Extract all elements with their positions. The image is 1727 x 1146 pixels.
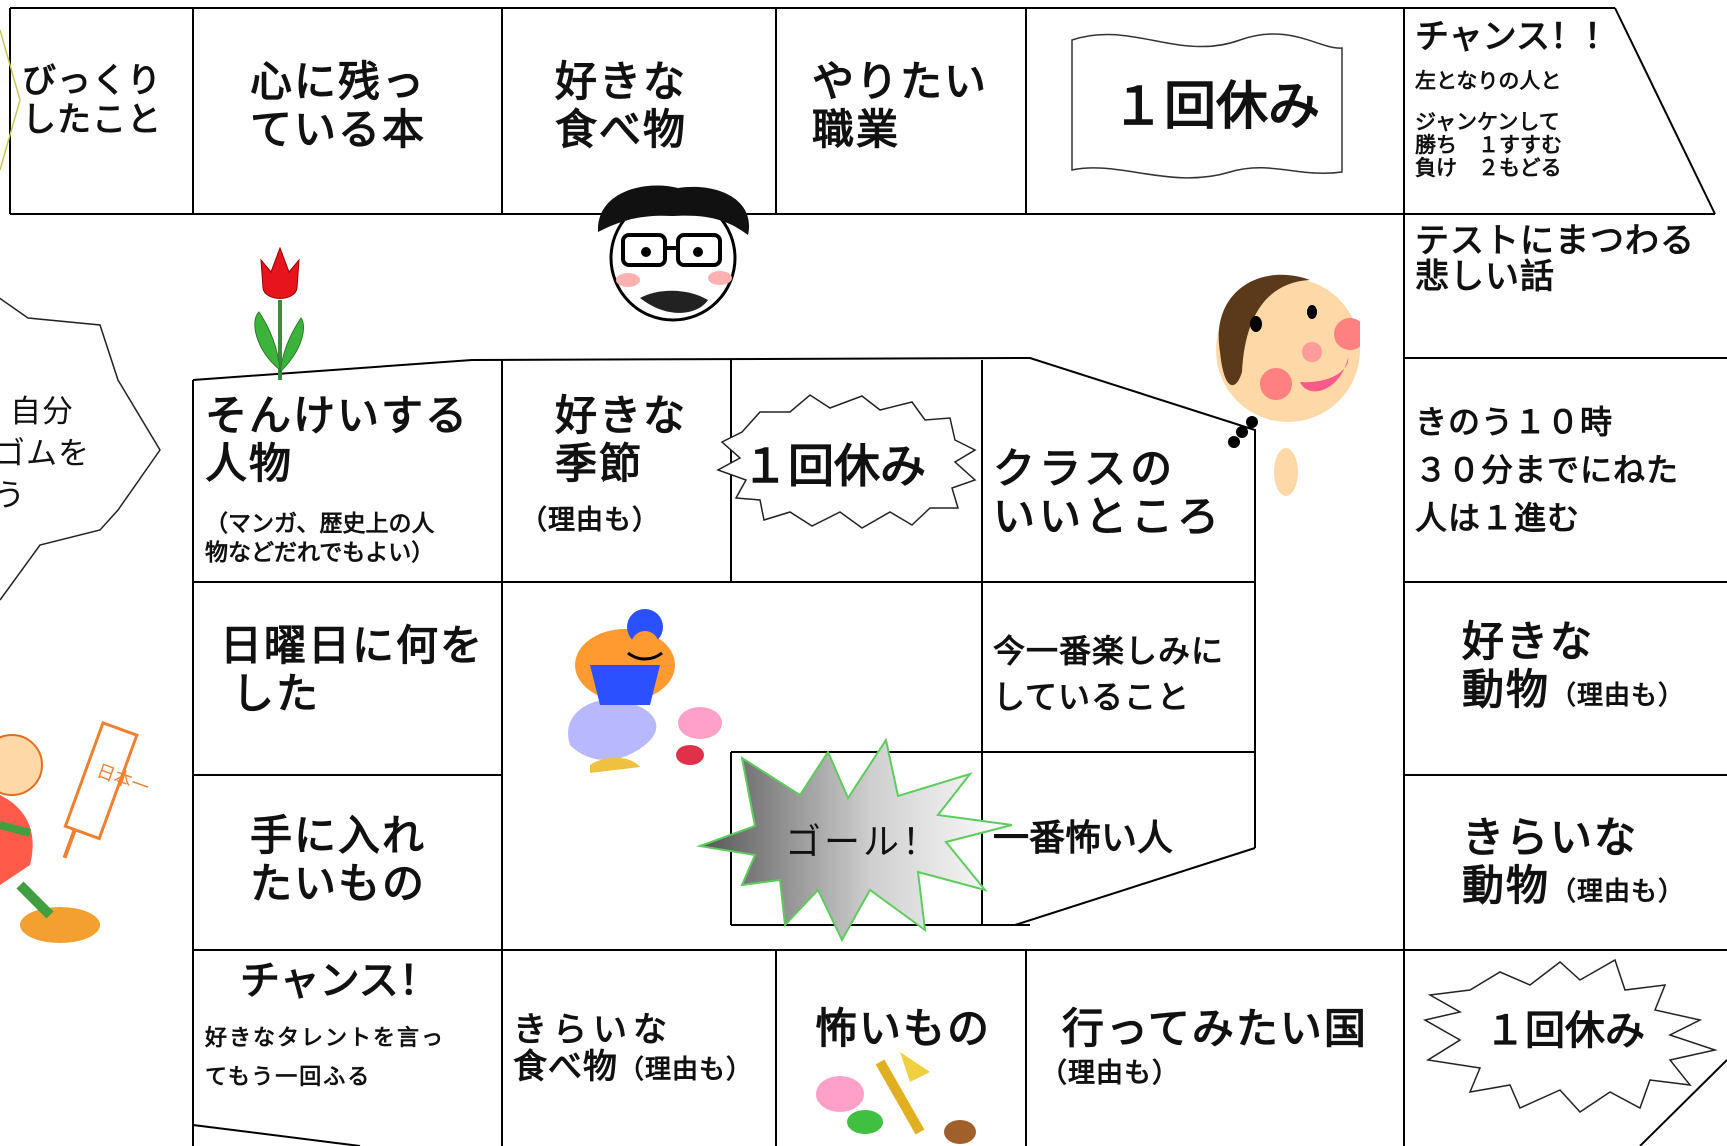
square-respect: そんけいする 人物 [205,391,470,489]
square-book: 心に残っ ている本 [250,57,427,155]
square-sunday: 日曜日に何を した [220,621,485,719]
flag-shape [1071,33,1343,179]
square-want: 手に入れ たいもの [250,811,427,909]
square-job: やりたい 職業 [812,57,989,155]
square-disliked-animal: きらいな 動物（理由も） [1462,813,1686,911]
girl-face-icon [1216,274,1360,496]
pig-and-broom-icon [816,1052,976,1144]
square-rest-inner: １回休み [742,439,926,493]
rest-burst-shape [716,394,977,529]
left-bubble-text: 自分 ゴムを う [0,394,90,514]
square-chance-bottom-title: チャンス！ [240,958,439,1004]
square-season: 好きな 季節 [555,391,688,489]
square-country: 行ってみたい国 [1062,1004,1368,1053]
square-test: テストにまつわる 悲しい話 [1415,221,1695,297]
rest-burst-bottom-shape [1422,958,1718,1113]
square-chance-bottom-lines: 好きなタレントを言っ てもう一回ふる [205,1026,446,1090]
man-face-icon [597,185,750,322]
goal-label: ゴール！ [785,822,942,863]
square-class: クラスの いいところ [993,444,1224,542]
square-country-note: （理由も） [1040,1058,1180,1089]
genie-icon [568,609,722,773]
square-respect-note: （マンガ、歴史上の人 物などだれでもよい） [205,511,435,566]
square-favorite-food: 好きな 食べ物 [555,57,688,155]
kid-with-sign-icon: 日本一 [0,720,150,943]
square-favorite-animal: 好きな 動物（理由も） [1462,617,1686,715]
square-chance-top: チャンス！！ 左となりの人と ジャンケンして 勝ち １すすむ 負け ２もどる [1415,17,1618,181]
left-speech-bubble [0,297,161,601]
square-bikkuri: びっくり したこと [22,61,162,141]
goal-burst-shape [696,737,1013,943]
square-yesterday: きのう１０時 ３０分までにねた 人は１進む [1415,403,1680,537]
square-scary-thing: 怖いもの [815,1004,992,1053]
square-rest-bottom: １回休み [1485,1008,1645,1054]
tulip-icon [254,246,304,380]
square-looking-forward: 今一番楽しみに していること [993,632,1225,717]
square-disliked-food: きらいな 食べ物（理由も） [513,1010,754,1088]
square-season-note: （理由も） [520,505,660,536]
square-rest-top: １回休み [1112,77,1321,137]
square-scary-person: 一番怖い人 [993,818,1174,859]
